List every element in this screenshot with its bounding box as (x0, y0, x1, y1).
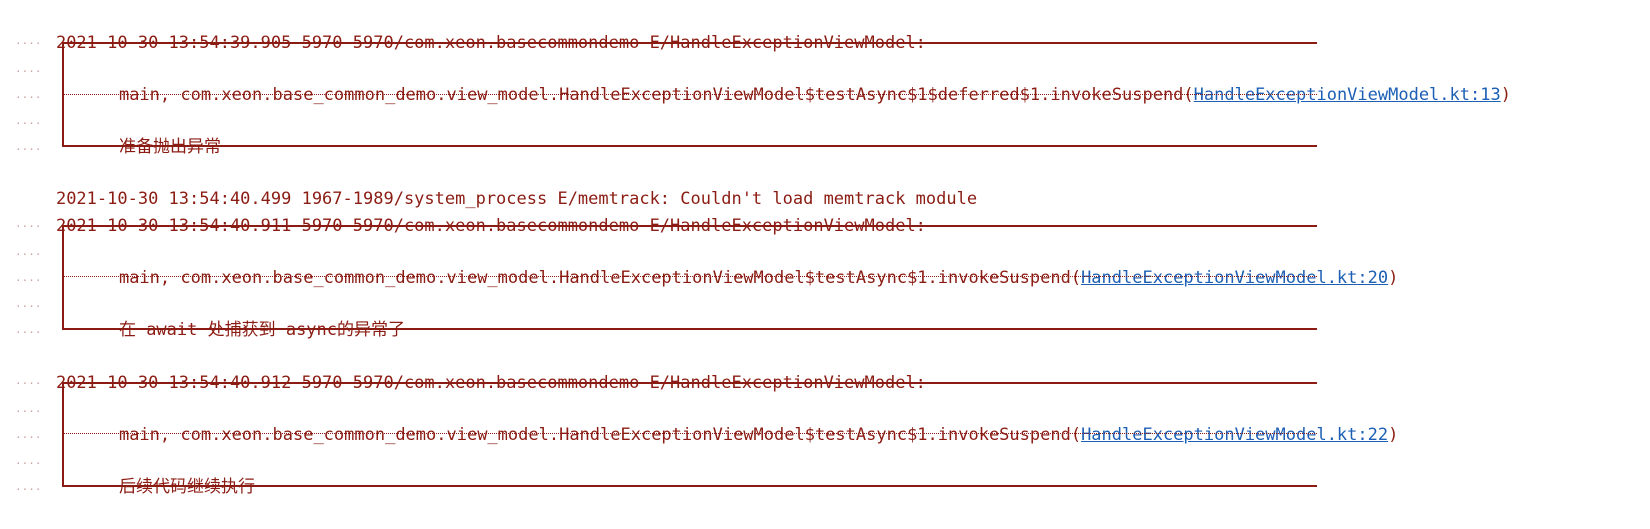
whitespace-dots: ···· (15, 405, 42, 418)
log-message-line: 准备抛出异常 (78, 106, 221, 157)
whitespace-dots: ···· (15, 300, 42, 313)
log-header-line: 2021-10-30 13:54:40.912 5970-5970/com.xe… (15, 342, 926, 393)
box-left-border (62, 225, 64, 329)
whitespace-dots: ···· (15, 248, 42, 261)
whitespace-dots: ···· (15, 431, 42, 444)
box-top-border (62, 225, 1317, 227)
box-top-border (62, 42, 1317, 44)
log-location-line: main, com.xeon.base_common_demo.view_mod… (78, 54, 1511, 105)
box-bottom-border (62, 485, 1317, 487)
box-bottom-border (62, 145, 1317, 147)
thread-name: main, (118, 267, 171, 288)
log-message-line: 后续代码继续执行 (78, 446, 255, 497)
box-separator (62, 433, 1317, 434)
box-separator (62, 94, 1317, 95)
log-header-text: 2021-10-30 13:54:40.499 1967-1989/system… (55, 188, 978, 209)
method-signature: com.xeon.base_common_demo.view_model.Han… (180, 267, 1082, 288)
source-link[interactable]: HandleExceptionViewModel.kt:20 (1081, 267, 1389, 288)
box-left-border (62, 382, 64, 486)
whitespace-dots: ···· (15, 326, 42, 339)
log-location-line: main, com.xeon.base_common_demo.view_mod… (78, 237, 1398, 288)
whitespace-dots: ···· (15, 65, 42, 78)
method-close-paren: ) (1388, 267, 1399, 288)
whitespace-dots: ···· (15, 37, 42, 50)
box-separator (62, 276, 1317, 277)
box-bottom-border (62, 328, 1317, 330)
log-header-line: 2021-10-30 13:54:40.499 1967-1989/system… (15, 158, 977, 209)
whitespace-dots: ···· (15, 274, 42, 287)
log-header-line: 2021-10-30 13:54:40.911 5970-5970/com.xe… (15, 185, 926, 236)
whitespace-dots: ···· (15, 117, 42, 130)
whitespace-dots: ···· (15, 91, 42, 104)
whitespace-dots: ···· (15, 220, 42, 233)
thread-name: main, (118, 424, 171, 445)
whitespace-dots: ···· (15, 377, 42, 390)
whitespace-dots: ···· (15, 483, 42, 496)
log-header-line: 2021-10-30 13:54:39.905 5970-5970/com.xe… (15, 2, 926, 53)
whitespace-dots: ···· (15, 457, 42, 470)
box-top-border (62, 382, 1317, 384)
method-close-paren: ) (1500, 84, 1511, 105)
method-signature: com.xeon.base_common_demo.view_model.Han… (180, 424, 1082, 445)
log-message-line: 在 await 处捕获到 async的异常了 (78, 289, 405, 340)
method-close-paren: ) (1388, 424, 1399, 445)
source-link[interactable]: HandleExceptionViewModel.kt:22 (1081, 424, 1389, 445)
whitespace-dots: ···· (15, 143, 42, 156)
source-link[interactable]: HandleExceptionViewModel.kt:13 (1193, 84, 1501, 105)
log-location-line: main, com.xeon.base_common_demo.view_mod… (78, 394, 1398, 445)
